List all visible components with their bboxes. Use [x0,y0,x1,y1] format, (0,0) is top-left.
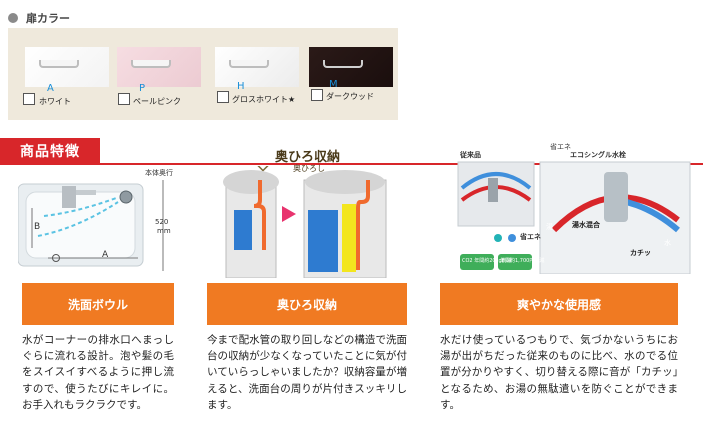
hot-mix-label: 湯水混合 [572,221,600,229]
swatch-checkbox-h[interactable] [217,91,229,103]
swatch-pink [117,47,201,87]
swatch-checkbox-p[interactable] [118,93,130,105]
swatch-name-a: ホワイト [39,97,71,106]
divider [0,163,703,165]
water-label: 水 [664,239,671,247]
door-color-panel: A ホワイト P ペールピンク H グロスホワイト★ M ダークウッド [8,28,398,120]
swatch-checkbox-m[interactable] [311,89,323,101]
swatch-dark-wood [309,47,393,87]
swatch-gloss-white [215,47,299,87]
swatch-pink-sample [117,47,201,87]
handle-icon [39,60,79,68]
basin-diagram: 本体奥行 520 mm B A [17,166,183,276]
depth-label: 本体奥行 [145,169,173,177]
swatch-gloss-sample [215,47,299,87]
handle-icon [323,60,363,68]
label-b: B [34,222,41,232]
depth-unit: mm [157,227,171,235]
storage-logo-main: 奥ひろ収納 [275,150,341,165]
conventional-label: 従来品 [460,151,481,159]
handle-icon [131,60,171,68]
swatch-dark-sample [309,47,393,87]
door-color-title: 扉カラー [26,12,70,25]
swatch-white-sample [25,47,109,87]
swatch-name-p: ペールピンク [133,97,181,106]
storage-logo-sub: 奥ひろし [293,164,325,173]
bullet-icon [8,13,18,23]
feature-button-usability[interactable]: 爽やかな使用感 [440,283,678,325]
label-a: A [102,250,109,260]
feature-desc-usability: 水だけ使っているつもりで、気づかないうちにお湯が出がちだった従来のものに比べ、水… [440,334,678,411]
hot-label: 湯 [546,223,553,231]
swatch-code-h: H [237,81,245,92]
swatch-checkbox-a[interactable] [23,93,35,105]
cost-label: 年間約1,700円削減 [500,258,545,264]
feature-button-storage[interactable]: 奥ひろ収納 [207,283,407,325]
eco-small-label: 省エネ [520,233,541,241]
feature-button-basin[interactable]: 洗面ボウル [22,283,174,325]
swatch-code-a: A [47,83,54,94]
swatch-white [25,47,109,87]
swatch-code-p: P [139,83,146,94]
eco-faucet-label: エコシングル水栓 [570,151,626,159]
handle-icon [229,60,269,68]
swatch-code-m: M [329,79,338,90]
swatch-name-h: グロスホワイト★ [232,95,296,104]
faucet-diagram: 省エネ 従来品 エコシングル水栓 湯水混合 カチッ 水 湯 省エネ CO2 年間… [454,143,694,275]
eco-tag: 省エネ [550,143,571,151]
co2-label: CO2 年間約20kg削減 [462,258,512,264]
swatch-name-m: ダークウッド [326,92,374,101]
feature-desc-basin: 水がコーナーの排水口へまっしぐらに流れる設計。泡や髪の毛をスイスイすべるように押… [22,334,174,411]
click-label: カチッ [630,249,651,257]
door-color-header: 扉カラー [8,10,70,26]
feature-desc-storage: 今まで配水管の取り回しなどの構造で洗面台の収納が少なくなっていたことに気が付いて… [207,334,407,411]
storage-diagram [208,138,388,279]
depth-value: 520 [155,218,169,226]
features-title: 商品特徴 [0,138,100,164]
